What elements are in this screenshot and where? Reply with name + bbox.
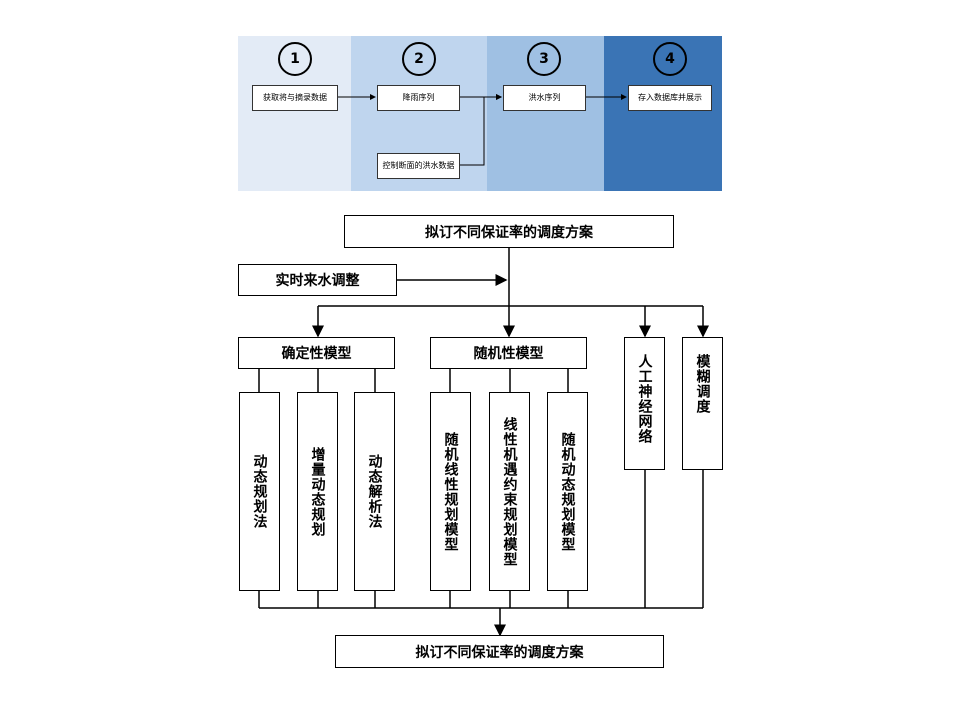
method-box-analytic: 动态解析法 [354,392,395,591]
step-number-1: 1 [278,42,312,76]
fuzzy-box: 模糊调度 [682,337,723,470]
step-number-3: 3 [527,42,561,76]
step-number-2: 2 [402,42,436,76]
method-box-slp: 随机线性规划模型 [430,392,471,591]
step-number-4: 4 [653,42,687,76]
method-label: 随机动态规划模型 [559,431,576,552]
method-label: 动态规划法 [251,454,268,529]
step-box-4: 存入数据库并展示 [628,85,712,111]
arrow-side-input [458,94,502,166]
ann-box: 人工神经网络 [624,337,665,470]
method-box-ccp: 线性机遇约束规划模型 [489,392,530,591]
realtime-box: 实时来水调整 [238,264,397,296]
step-box-1: 获取将与摘录数据 [252,85,338,111]
ann-label: 人工神经网络 [636,354,653,444]
method-label: 增量动态规划 [309,446,326,537]
top-title-box: 拟订不同保证率的调度方案 [344,215,674,248]
method-box-dp: 动态规划法 [239,392,280,591]
method-label: 随机线性规划模型 [442,431,459,552]
stochastic-model-box: 随机性模型 [430,337,587,369]
step-box-2: 降雨序列 [377,85,460,111]
pipeline-arrows [336,94,627,166]
method-label: 线性机遇约束规划模型 [501,416,518,567]
side-input-box: 控制断面的洪水数据 [377,153,460,179]
method-label: 动态解析法 [366,454,383,529]
bottom-title-box: 拟订不同保证率的调度方案 [335,635,664,668]
method-box-idp: 增量动态规划 [297,392,338,591]
method-box-sdp: 随机动态规划模型 [547,392,588,591]
deterministic-model-box: 确定性模型 [238,337,395,369]
fuzzy-label: 模糊调度 [694,354,711,414]
step-box-3: 洪水序列 [503,85,586,111]
